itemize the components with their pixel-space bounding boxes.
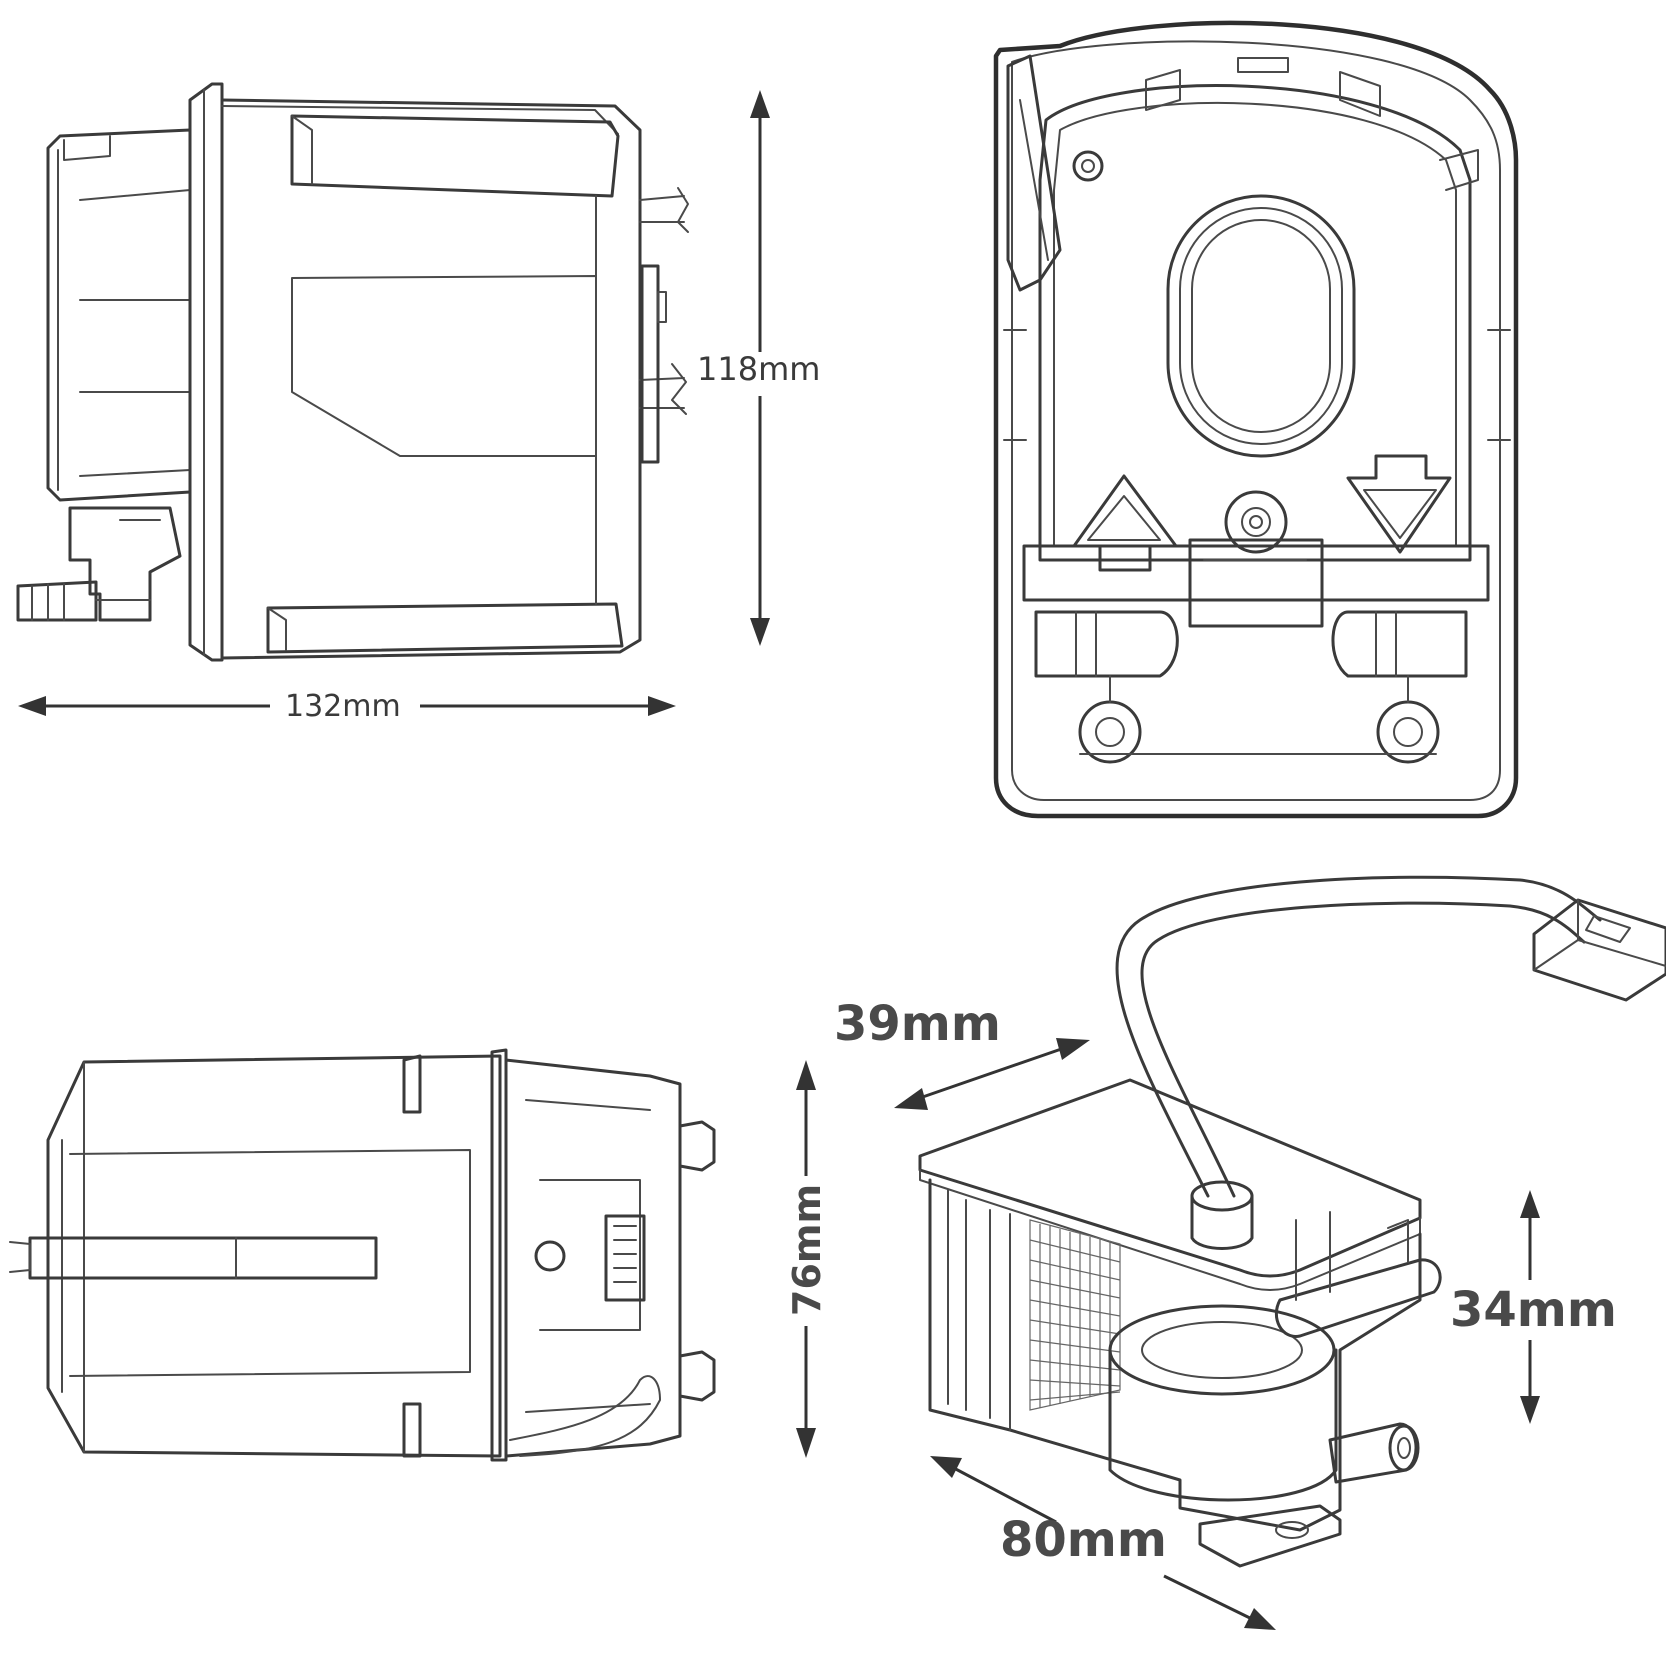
dim-label-76: 76mm — [785, 1184, 829, 1316]
front-view-center-block — [1188, 538, 1324, 628]
dim-label-118: 118mm — [697, 350, 820, 388]
front-view-center-screw — [1224, 490, 1288, 554]
side-view-top-rail — [290, 114, 620, 198]
side-view-hose-barb — [16, 580, 98, 622]
dim-34-vertical — [1520, 1190, 1540, 1424]
iso-body — [928, 1178, 1422, 1532]
front-view-pivot-screw — [1072, 150, 1104, 182]
dim-label-34: 34mm — [1450, 1282, 1617, 1338]
front-view-clamp-lever — [1006, 54, 1062, 292]
side-view-rear-cap — [46, 128, 192, 502]
side-view-outlet-elbow — [68, 506, 182, 622]
front-view-inlet-arrow — [1072, 474, 1178, 572]
iso-cable-outer — [1115, 875, 1602, 1198]
top-view-slot — [28, 1236, 378, 1280]
side-view-window — [291, 275, 597, 457]
side-view — [16, 82, 689, 662]
front-view-rotor-cover — [1038, 84, 1472, 562]
iso-plug — [1532, 898, 1666, 1002]
iso-mesh-screen — [1029, 1219, 1121, 1411]
front-view-housing — [993, 20, 1519, 819]
iso-motor-cylinder — [1108, 1348, 1338, 1502]
dim-80-diagonal — [930, 1456, 1276, 1630]
front-view-outlet-arrow — [1346, 454, 1452, 554]
dim-label-39: 39mm — [834, 996, 1001, 1052]
iso-cable-inner — [1140, 901, 1586, 1198]
top-view-body — [46, 1054, 502, 1458]
top-view-gear — [604, 1214, 646, 1302]
side-view-bottom-rail — [266, 602, 624, 654]
iso-grommet — [1190, 1180, 1254, 1212]
iso-latch — [1274, 1258, 1442, 1338]
side-view-body — [220, 98, 642, 660]
top-view-lower-bolt — [678, 1350, 716, 1402]
top-view-rotor-head — [504, 1058, 682, 1458]
iso-mount-tab — [1198, 1504, 1342, 1568]
side-view-terminal-strip — [640, 264, 660, 464]
front-view-crossbar — [1022, 544, 1490, 602]
front-view-left-fitting — [1034, 610, 1179, 678]
iso-outlet-barb — [1328, 1422, 1418, 1484]
dim-39-diagonal — [894, 1038, 1090, 1110]
dim-label-80: 80mm — [1000, 1512, 1167, 1568]
dim-label-132: 132mm — [285, 689, 401, 724]
top-view — [9, 1048, 716, 1462]
front-view-oval-window — [1166, 194, 1356, 458]
top-view-cable — [509, 1375, 661, 1457]
isometric-view — [918, 875, 1666, 1568]
side-view-flange — [188, 82, 224, 662]
iso-lid — [918, 1078, 1422, 1278]
top-view-flange — [490, 1048, 508, 1462]
front-view — [993, 20, 1519, 819]
front-view-right-fitting — [1331, 610, 1468, 678]
top-view-upper-bolt — [678, 1120, 716, 1172]
